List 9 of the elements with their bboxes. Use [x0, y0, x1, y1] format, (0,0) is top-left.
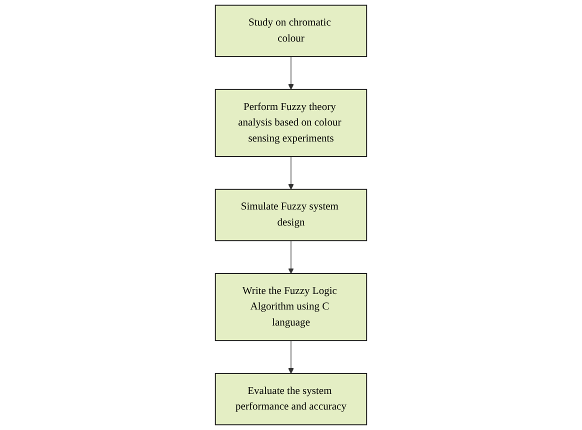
arrow: [288, 240, 294, 274]
node-box: Write the Fuzzy Logic Algorithm using C language: [214, 273, 368, 342]
arrow: [288, 56, 294, 90]
arrow: [288, 156, 294, 190]
node-box: Study on chromatic colour: [214, 4, 368, 58]
node-box: Evaluate the system performance and accuracy: [214, 372, 368, 426]
node-box: Perform Fuzzy theory analysis based on colour sensing experiments: [214, 88, 368, 157]
node-box: Simulate Fuzzy system design: [214, 188, 368, 242]
arrow: [288, 340, 294, 374]
